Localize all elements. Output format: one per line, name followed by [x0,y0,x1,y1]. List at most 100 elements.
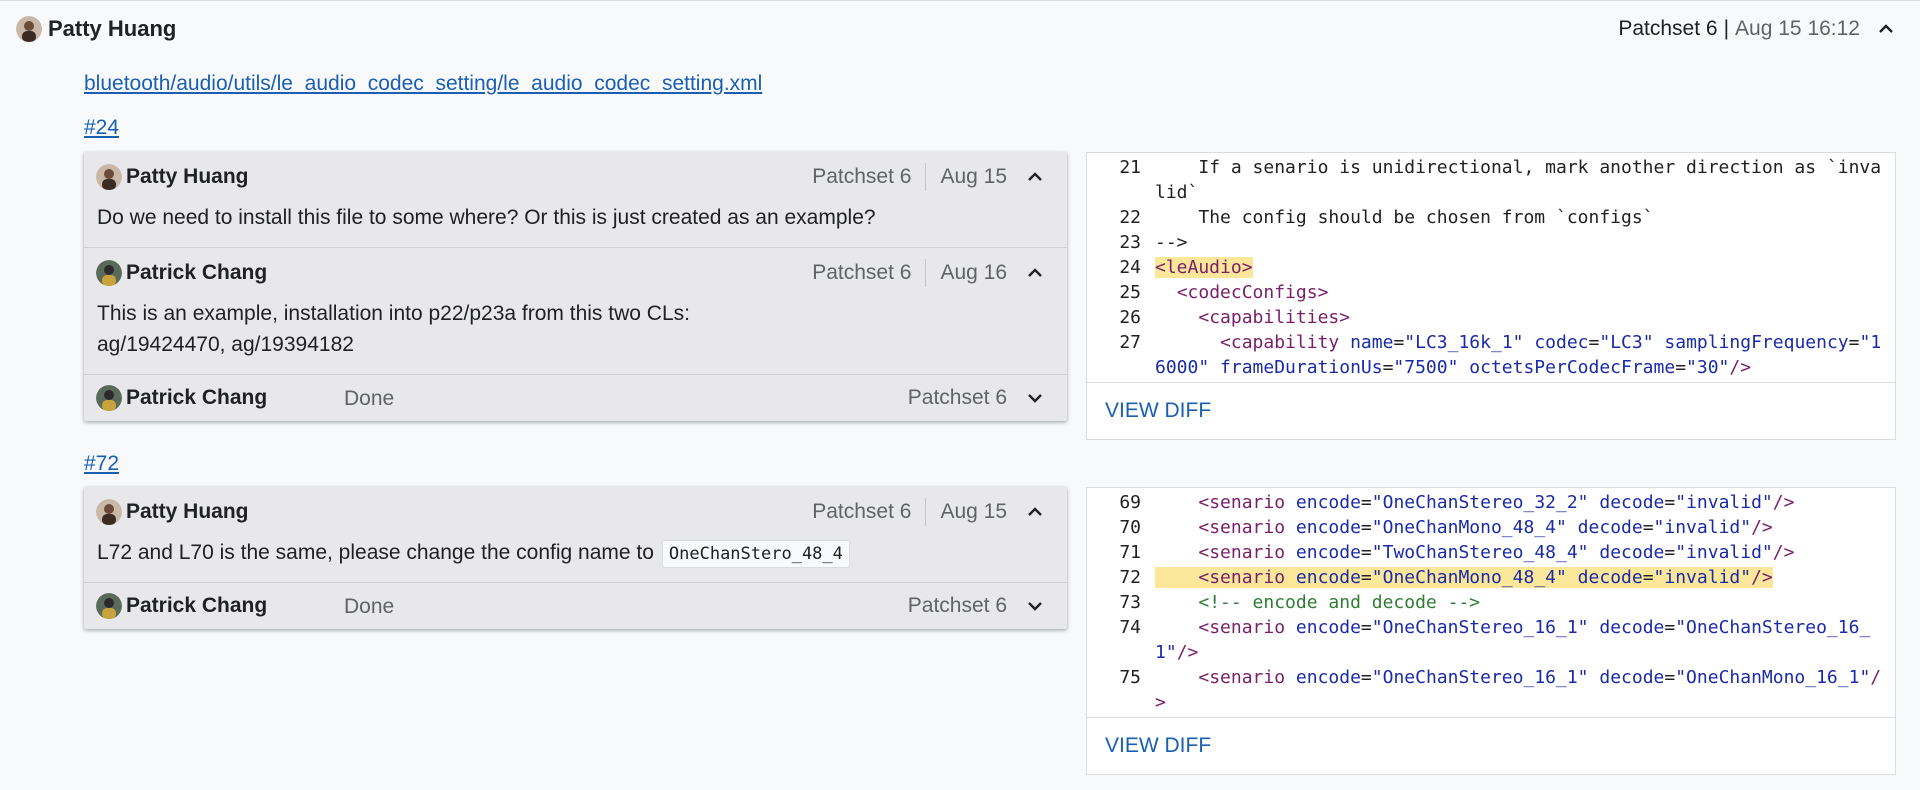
comment-patchset: Patchset 6 [812,500,912,523]
code-line: 75 <senario encode="OneChanStereo_16_1" … [1087,665,1895,715]
avatar [96,260,122,286]
line-number[interactable]: 69 [1119,492,1141,513]
comment-header[interactable]: Patrick Chang Patchset 6 Aug 16 [84,248,1067,298]
chevron-down-icon[interactable] [1023,386,1047,410]
comment-author-name: Patrick Chang [126,594,268,617]
line-number[interactable]: 27 [1119,332,1141,353]
comment-author-name: Patrick Chang [126,386,268,409]
comment-author: Patty Huang [96,164,249,190]
line-number[interactable]: 72 [1119,567,1141,588]
code-line: 70 <senario encode="OneChanMono_48_4" de… [1087,515,1895,540]
comment-patchset: Patchset 6 [907,386,1007,409]
comment-text: This is an example, installation into p2… [84,298,1067,374]
line-number[interactable]: 73 [1119,592,1141,613]
comment-patchset: Patchset 6 [812,165,912,188]
comment-header[interactable]: Patty Huang Patchset 6 Aug 15 [84,487,1067,537]
thread-anchor-link[interactable]: #72 [84,452,120,475]
code-text: <senario encode="OneChanMono_48_4" decod… [1198,517,1773,538]
view-diff-button[interactable]: VIEW DIFF [1087,382,1895,439]
change-message-header[interactable]: Patty Huang Patchset 6 | Aug 15 16:12 [0,0,1920,58]
comment: Patrick Chang Patchset 6 Aug 16 This is … [84,248,1067,375]
line-number[interactable]: 75 [1119,667,1141,688]
line-number[interactable]: 71 [1119,542,1141,563]
chevron-up-icon[interactable] [1023,500,1047,524]
chevron-down-icon[interactable] [1023,594,1047,618]
comment-author: Patrick Chang [96,385,267,411]
comment-meta: Patchset 6 Aug 15 [812,152,1047,202]
done-comment-row[interactable]: Patrick Chang Done Patchset 6 [84,583,1067,629]
divider [925,498,927,526]
file-path-link[interactable]: bluetooth/audio/utils/le_audio_codec_set… [84,72,763,95]
comment-meta: Patchset 6 [908,375,1047,421]
line-number[interactable]: 26 [1119,307,1141,328]
divider [925,259,927,287]
line-number[interactable]: 74 [1119,617,1141,638]
code-line: 71 <senario encode="TwoChanStereo_48_4" … [1087,540,1895,565]
comment-meta: Patchset 6 Aug 15 [812,487,1047,537]
comment-author: Patrick Chang [96,593,267,619]
header-author: Patty Huang [16,16,176,42]
code-line: 72 <senario encode="OneChanMono_48_4" de… [1087,565,1895,590]
line-number[interactable]: 24 [1119,257,1141,278]
code-line: 24 <leAudio> [1087,255,1895,280]
code-text: <senario encode="OneChanStereo_16_1" dec… [1155,667,1882,713]
comment-text: L72 and L70 is the same, please change t… [84,537,1067,582]
code-line: 69 <senario encode="OneChanStereo_32_2" … [1087,490,1895,515]
comment-date: Aug 16 [940,261,1007,284]
top-border [0,0,1920,1]
code-line: 74 <senario encode="OneChanStereo_16_1" … [1087,615,1895,665]
comment-patchset: Patchset 6 [812,261,912,284]
comment: Patty Huang Patchset 6 Aug 15 L72 and L7… [84,487,1067,583]
comment-author-name: Patty Huang [126,165,249,188]
avatar [96,385,122,411]
comment-thread: Patty Huang Patchset 6 Aug 15 L72 and L7… [84,487,1067,629]
comment-text-line: This is an example, installation into p2… [97,302,690,325]
thread-anchor-link[interactable]: #24 [84,116,120,139]
line-number[interactable]: 70 [1119,517,1141,538]
code-text: <senario encode="TwoChanStereo_48_4" dec… [1198,542,1795,563]
header-meta: Patchset 6 | Aug 15 16:12 [1618,17,1898,41]
diff-context: 21 If a senario is unidirectional, mark … [1086,152,1896,440]
code-text: <leAudio> [1155,257,1253,278]
header-separator: | [1723,17,1730,40]
comment-header[interactable]: Patty Huang Patchset 6 Aug 15 [84,152,1067,202]
line-number[interactable]: 25 [1119,282,1141,303]
code-text: <capability name="LC3_16k_1" codec="LC3"… [1155,332,1882,378]
code-text: <capabilities> [1198,307,1351,328]
divider [925,163,927,191]
code-text: <senario encode="OneChanMono_48_4" decod… [1155,565,1895,590]
comment-date: Aug 15 [940,165,1007,188]
comment: Patty Huang Patchset 6 Aug 15 Do we need… [84,152,1067,248]
code-line: 22 The config should be chosen from `con… [1087,205,1895,230]
line-number[interactable]: 23 [1119,232,1141,253]
avatar [96,593,122,619]
avatar [16,16,42,42]
done-status: Done [344,387,395,410]
code-text: If a senario is unidirectional, mark ano… [1155,157,1882,203]
header-patchset: Patchset 6 [1618,17,1718,40]
comment-author: Patrick Chang [96,260,267,286]
diff-context: 69 <senario encode="OneChanStereo_32_2" … [1086,487,1896,775]
code-line: 25 <codecConfigs> [1087,280,1895,305]
code-line: 27 <capability name="LC3_16k_1" codec="L… [1087,330,1895,380]
chevron-up-icon[interactable] [1874,17,1898,41]
avatar [96,164,122,190]
code-line: 26 <capabilities> [1087,305,1895,330]
comment-text-line: ag/19424470, ag/19394182 [97,333,354,356]
code-line: 23--> [1087,230,1895,255]
code-snippet: 69 <senario encode="OneChanStereo_32_2" … [1087,488,1895,717]
line-number[interactable]: 22 [1119,207,1141,228]
chevron-up-icon[interactable] [1023,261,1047,285]
comment-author-name: Patrick Chang [126,261,268,284]
view-diff-button[interactable]: VIEW DIFF [1087,717,1895,774]
comment-meta: Patchset 6 Aug 16 [812,248,1047,298]
code-snippet: 21 If a senario is unidirectional, mark … [1087,153,1895,382]
comment-text: Do we need to install this file to some … [97,206,876,229]
comment-thread: Patty Huang Patchset 6 Aug 15 Do we need… [84,152,1067,421]
code-text: The config should be chosen from `config… [1155,207,1654,228]
done-comment-row[interactable]: Patrick Chang Done Patchset 6 [84,375,1067,421]
comment-text-content: L72 and L70 is the same, please change t… [97,541,654,564]
chevron-up-icon[interactable] [1023,165,1047,189]
line-number[interactable]: 21 [1119,157,1141,178]
code-text: <senario encode="OneChanStereo_32_2" dec… [1198,492,1795,513]
